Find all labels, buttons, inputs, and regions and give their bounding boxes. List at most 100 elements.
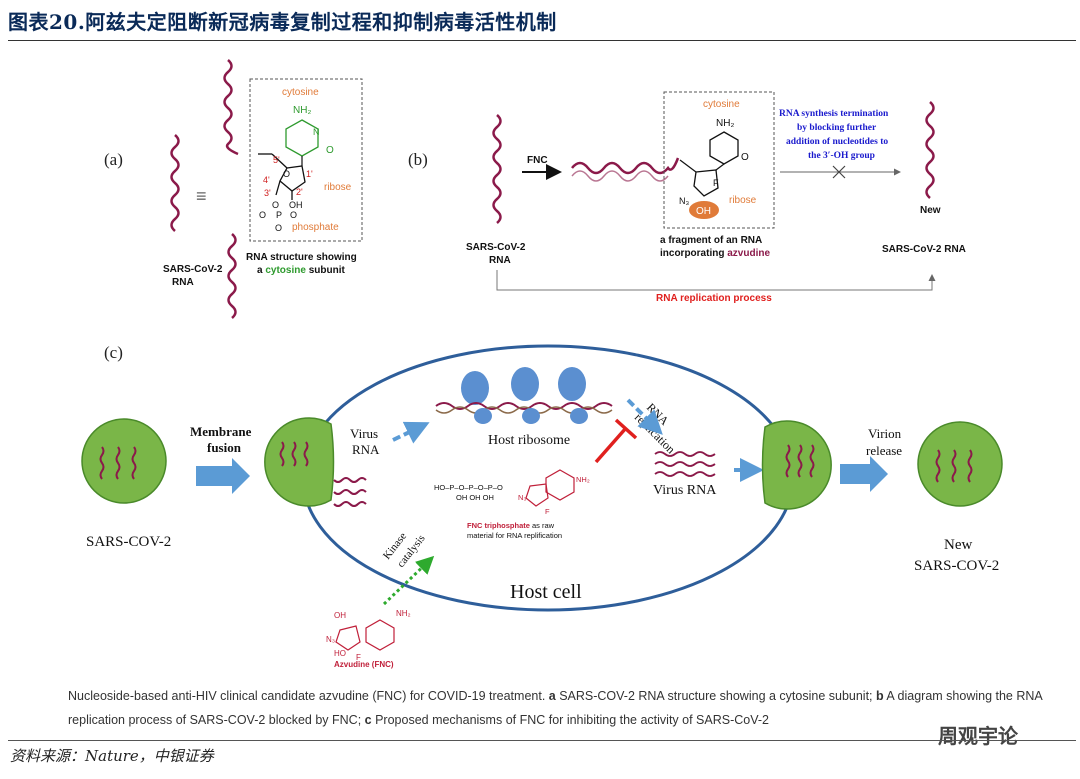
fnc-tp-caption-1: FNC triphosphate as raw [467, 521, 555, 530]
azvudine-fnc-label: Azvudine (FNC) [334, 660, 394, 669]
released-rna-3 [333, 501, 367, 507]
phosphorus-label: P [276, 210, 282, 220]
virus-rna-label-1: Virus [350, 426, 378, 441]
panel-a-label: (a) [104, 150, 123, 169]
new-sars-cov-2-virus [917, 421, 1003, 507]
ribose-ring [258, 153, 306, 200]
svg-text:F: F [356, 653, 361, 662]
rna-structure-caption-2: a cytosine subunit [257, 265, 345, 276]
svg-text:by blocking further: by blocking further [797, 123, 877, 133]
o-label-a: O [326, 145, 334, 156]
host-cell-ellipse [301, 344, 795, 612]
fnc-triphosphate-structure: HO–P–O–P–O–P–O OH OH OH N₃ F NH₂ [434, 469, 590, 516]
inhibition-marker [594, 418, 638, 464]
replication-arrow [626, 398, 663, 435]
pos-5: 5' [273, 155, 280, 165]
budding-virus [761, 420, 832, 510]
cytosine-label-b: cytosine [703, 99, 740, 110]
svg-text:F: F [545, 507, 550, 516]
svg-text:N₃: N₃ [326, 635, 335, 644]
phosphate-o-top: O [272, 200, 279, 210]
oh-label-a: OH [289, 200, 303, 210]
pos-2: 2' [296, 187, 303, 197]
title-divider [8, 40, 1076, 41]
oh-highlight [689, 201, 719, 219]
new-rna-strand [925, 101, 935, 199]
source-divider [8, 740, 1076, 741]
membrane-fusion-2: fusion [207, 440, 242, 455]
figure-caption: Nucleoside-based anti-HIV clinical candi… [68, 689, 1043, 727]
cytosine-ring [285, 119, 319, 157]
fnc-tp-caption-2: material for RNA replification [467, 531, 562, 540]
membrane-fusion-arrow [196, 458, 250, 494]
pos-3: 3' [264, 188, 271, 198]
fusing-virus [264, 417, 335, 507]
rna-horizontal-strand-2 [571, 170, 669, 182]
kinase-arrow [382, 555, 435, 606]
n-label-a: N [313, 127, 320, 137]
fragment-caption-1: a fragment of an RNA [660, 235, 762, 246]
rna-strand-a [170, 134, 180, 232]
fnc-label-b: FNC [527, 155, 548, 166]
svg-text:addition of nucleotides to: addition of nucleotides to [786, 137, 888, 147]
virion-release-1: Virion [868, 426, 902, 441]
nh2-label-b: NH₂ [716, 118, 734, 129]
block-cross [832, 165, 846, 179]
svg-text:NH₂: NH₂ [576, 475, 590, 484]
rna-label-a-2: RNA [172, 277, 194, 288]
svg-text:HO: HO [334, 649, 346, 658]
rna-structure-caption-1: RNA structure showing [246, 252, 357, 263]
ring-o-label-a: O [283, 169, 290, 179]
ribose-label-a: ribose [324, 182, 352, 193]
rna-horizontal-strand [571, 157, 680, 175]
rna-top-strand [223, 59, 239, 156]
bond-b2 [679, 159, 697, 173]
equivalence-sign: ≡ [196, 186, 207, 206]
fragment-caption-2: incorporating azvudine [660, 248, 770, 259]
panel-c-label: (c) [104, 343, 123, 362]
virion-release-2: release [866, 443, 902, 458]
n3-label-b: N₃ [679, 196, 689, 206]
phosphate-o-right: O [290, 210, 297, 220]
sars-cov-2-left-label: SARS-COV-2 [86, 534, 171, 550]
virus-rna-label-2: RNA [352, 442, 380, 457]
svg-text:N₃: N₃ [518, 493, 526, 502]
ribose-label-b: ribose [729, 195, 757, 206]
termination-text: RNA synthesis termination by blocking fu… [779, 109, 889, 161]
phosphate-o-bottom: O [275, 223, 282, 233]
figure-title: 图表20.阿兹夫定阻断新冠病毒复制过程和抑制病毒活性机制 [8, 10, 557, 34]
phosphate-o-left: O [259, 210, 266, 220]
host-cell-label: Host cell [510, 581, 582, 603]
new-virus-label-2: SARS-COV-2 [914, 558, 999, 574]
bond-b [715, 163, 725, 171]
released-rna-2 [333, 489, 367, 495]
svg-text:OH: OH [334, 611, 346, 620]
released-rna-1 [333, 477, 367, 483]
source-line: 资料来源：Nature，中银证券 [10, 747, 214, 765]
azvudine-fragment-box [663, 91, 775, 229]
host-ribosome [435, 367, 613, 424]
azvudine-structure: OH N₃ HO F NH₂ [326, 609, 411, 662]
replication-process-bracket [496, 270, 936, 291]
phosphate-label-a: phosphate [292, 222, 339, 233]
new-virus-rna-strands [654, 451, 716, 477]
membrane-fusion-1: Membrane [190, 424, 252, 439]
new-rna-1: New [920, 205, 941, 216]
virus-rna-right-label: Virus RNA [653, 483, 717, 498]
new-rna-2: SARS-CoV-2 RNA [882, 244, 966, 255]
svg-text:OH OH OH: OH OH OH [456, 493, 494, 502]
svg-text:the 3′-OH group: the 3′-OH group [808, 151, 875, 161]
svg-text:HO–P–O–P–O–P–O: HO–P–O–P–O–P–O [434, 483, 503, 492]
rna-strand-b [492, 114, 502, 224]
svg-text:NH₂: NH₂ [396, 609, 411, 618]
panel-b-label: (b) [408, 150, 428, 169]
sars-cov-2-virus-left [81, 418, 167, 504]
rna-label-b-2: RNA [489, 255, 511, 266]
nh2-label-a: NH₂ [293, 105, 311, 116]
new-virus-label-1: New [944, 537, 972, 553]
oh-label-b: OH [696, 206, 711, 217]
svg-text:RNA synthesis termination: RNA synthesis termination [779, 109, 889, 119]
rna-bottom-strand [227, 233, 237, 319]
ribose-ring-b [693, 169, 719, 197]
